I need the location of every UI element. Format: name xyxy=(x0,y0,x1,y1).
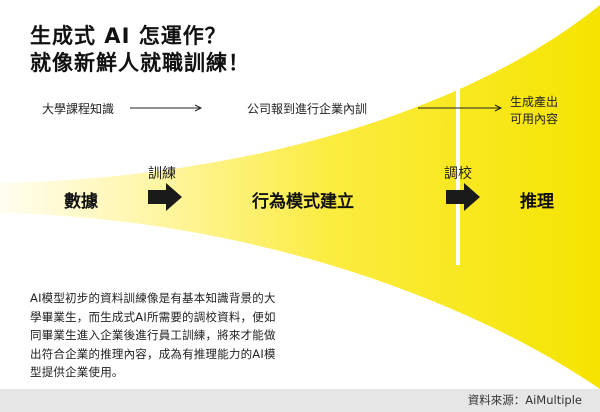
funnel-shape xyxy=(0,5,600,389)
timeline-label-university: 大學課程知識 xyxy=(42,102,115,116)
timeline-label-output-2: 可用內容 xyxy=(510,112,559,126)
source-credit: 資料來源：AiMultiple xyxy=(467,393,582,407)
title-line-2: 就像新鮮人就職訓練！ xyxy=(30,51,250,75)
timeline-label-output-1: 生成產出 xyxy=(510,95,559,109)
timeline-label-onboarding: 公司報到進行企業內訓 xyxy=(247,102,368,116)
timeline-arrow-1-head xyxy=(194,104,203,112)
step-label-train: 訓練 xyxy=(148,166,176,182)
title-line-1: 生成式 AI 怎運作？ xyxy=(30,24,227,48)
tune-arrow-icon xyxy=(446,183,480,211)
stage-data: 數據 xyxy=(64,192,98,212)
stage-pattern: 行為模式建立 xyxy=(252,192,354,212)
step-label-tune: 調校 xyxy=(444,166,472,182)
timeline-arrow-2-head xyxy=(494,104,503,112)
explanation-text: AI模型初步的資料訓練像是有基本知識背景的大學畢業生，而生成式AI所需要的調校資… xyxy=(30,291,276,379)
footer-bar xyxy=(0,389,600,412)
stage-inference: 推理 xyxy=(520,192,554,212)
train-arrow-icon xyxy=(148,183,182,211)
